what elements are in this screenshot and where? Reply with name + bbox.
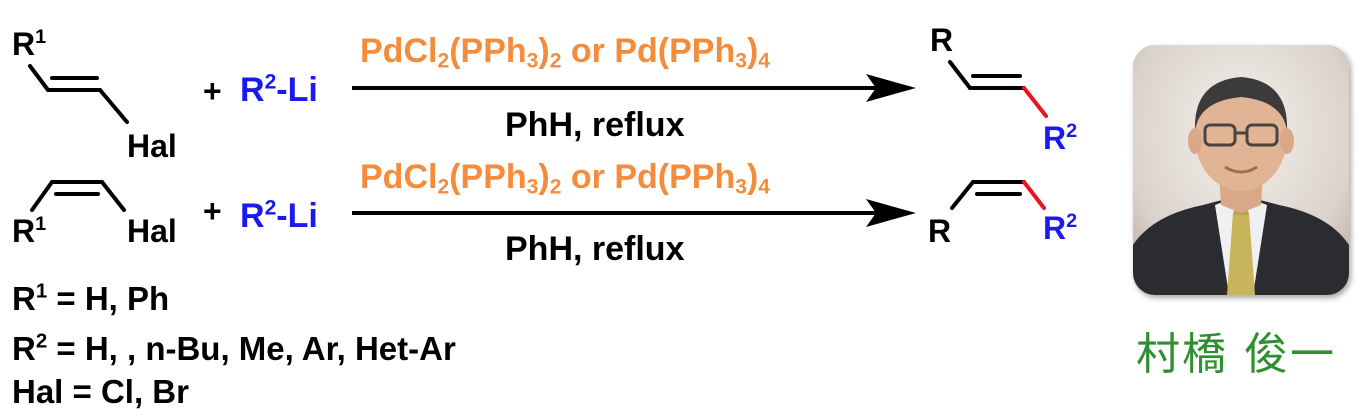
plus-sign-2: + bbox=[203, 193, 222, 229]
substrate-2-r1-label: R1 bbox=[12, 213, 47, 249]
conditions-1-label: PhH, reflux bbox=[505, 106, 685, 144]
definition-hal: Hal = Cl, Br bbox=[12, 373, 189, 410]
definition-r1: R1 = H, Ph bbox=[12, 279, 170, 317]
reagent-1-label: R2-Li bbox=[240, 70, 318, 109]
product-1-r2-label: R2 bbox=[1043, 120, 1078, 156]
conditions-2-label: PhH, reflux bbox=[505, 230, 685, 268]
reagent-2-label: R2-Li bbox=[240, 196, 318, 235]
portrait-photo bbox=[1133, 45, 1349, 295]
substrate-1-bonds bbox=[28, 64, 129, 124]
product-2-r2-label: R2 bbox=[1043, 210, 1078, 246]
catalyst-2-label: PdCl2(PPh3)2 or Pd(PPh3)4 bbox=[360, 158, 771, 199]
arrow-2 bbox=[352, 199, 916, 227]
catalyst-1-label: PdCl2(PPh3)2 or Pd(PPh3)4 bbox=[360, 32, 771, 73]
substrate-2-hal-label: Hal bbox=[127, 213, 177, 249]
definition-r2: R2 = H, , n-Bu, Me, Ar, Het-Ar bbox=[12, 329, 456, 367]
product-1-r-label: R bbox=[930, 22, 954, 58]
substrate-2-bonds bbox=[30, 180, 126, 212]
plus-sign-1: + bbox=[203, 73, 222, 109]
substrate-1-r1-label: R1 bbox=[12, 26, 47, 62]
substrate-1-hal-label: Hal bbox=[127, 128, 177, 164]
portrait-name-caption: 村橋 俊一 bbox=[1136, 329, 1336, 380]
arrow-1 bbox=[352, 74, 916, 102]
portrait-illustration bbox=[1133, 45, 1349, 295]
product-2-bonds bbox=[950, 180, 1046, 210]
product-1-bonds bbox=[948, 60, 1048, 118]
product-2-r-label: R bbox=[928, 213, 952, 249]
